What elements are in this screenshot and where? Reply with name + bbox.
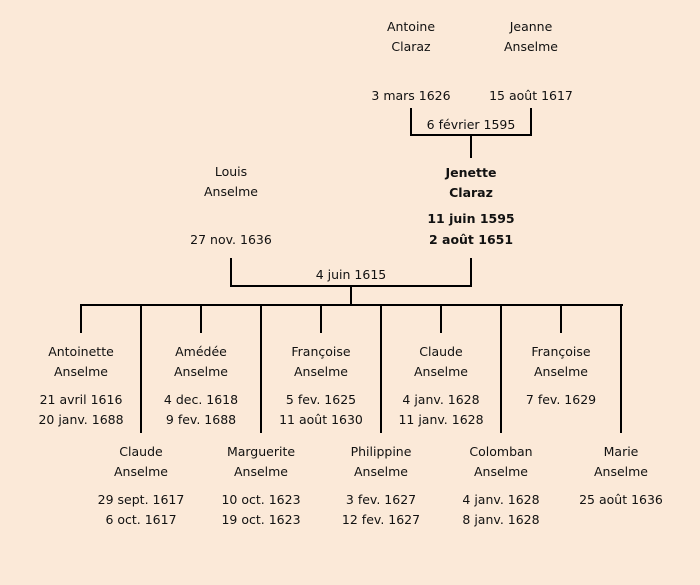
child-birth: 29 sept. 1617: [97, 492, 185, 507]
child-death: 19 oct. 1623: [221, 512, 301, 527]
child-first-name: Françoise: [291, 344, 351, 359]
child-line: [260, 304, 262, 433]
child-last-name: Anselme: [233, 464, 289, 479]
louis-last-name: Anselme: [203, 184, 259, 199]
child-birth: 4 dec. 1618: [163, 392, 239, 407]
child-death: 8 janv. 1628: [462, 512, 540, 527]
child-first-name: Philippine: [350, 444, 412, 459]
jenette-death: 2 août 1651: [428, 232, 514, 247]
child-last-name: Anselme: [113, 464, 169, 479]
child-line: [440, 304, 442, 333]
child-death: 12 fev. 1627: [341, 512, 421, 527]
child-last-name: Anselme: [593, 464, 649, 479]
child-last-name: Anselme: [353, 464, 409, 479]
child-birth: 3 fev. 1627: [345, 492, 417, 507]
child-line: [500, 304, 502, 433]
jeanne-last-name: Anselme: [503, 39, 559, 54]
descent-line: [350, 285, 352, 306]
jenette-first-name: Jenette: [445, 165, 497, 180]
child-death: 11 janv. 1628: [398, 412, 484, 427]
child-death: 6 oct. 1617: [105, 512, 177, 527]
child-line: [140, 304, 142, 433]
connector-line: [410, 108, 412, 136]
child-birth: 5 fev. 1625: [285, 392, 357, 407]
child-death: 11 août 1630: [279, 412, 363, 427]
child-line: [380, 304, 382, 433]
child-last-name: Anselme: [473, 464, 529, 479]
child-last-name: Anselme: [293, 364, 349, 379]
child-line: [200, 304, 202, 333]
child-first-name: Amédée: [175, 344, 227, 359]
child-birth: 4 janv. 1628: [462, 492, 540, 507]
child-birth: 10 oct. 1623: [221, 492, 301, 507]
couple-marriage-date: 4 juin 1615: [315, 267, 387, 282]
child-first-name: Marguerite: [226, 444, 296, 459]
child-first-name: Claude: [419, 344, 463, 359]
child-birth: 21 avril 1616: [39, 392, 123, 407]
child-last-name: Anselme: [533, 364, 589, 379]
connector-line: [470, 258, 472, 287]
louis-date: 27 nov. 1636: [190, 232, 272, 247]
child-birth: 25 août 1636: [579, 492, 663, 507]
child-first-name: Claude: [119, 444, 163, 459]
child-birth: 4 janv. 1628: [402, 392, 480, 407]
jeanne-date: 15 août 1617: [489, 88, 573, 103]
child-line: [320, 304, 322, 333]
child-last-name: Anselme: [413, 364, 469, 379]
jeanne-first-name: Jeanne: [509, 19, 553, 34]
child-line: [80, 304, 82, 333]
child-line: [620, 304, 622, 433]
antoine-first-name: Antoine: [386, 19, 436, 34]
connector-line: [530, 108, 532, 136]
antoine-last-name: Claraz: [391, 39, 431, 54]
child-last-name: Anselme: [173, 364, 229, 379]
child-death: 9 fev. 1688: [165, 412, 237, 427]
jenette-last-name: Claraz: [449, 185, 493, 200]
child-line: [560, 304, 562, 333]
child-last-name: Anselme: [53, 364, 109, 379]
siblings-line: [80, 304, 623, 306]
child-death: 20 janv. 1688: [38, 412, 124, 427]
louis-first-name: Louis: [214, 164, 248, 179]
connector-line: [230, 258, 232, 287]
jenette-birth: 11 juin 1595: [427, 211, 515, 226]
child-first-name: Colomban: [469, 444, 533, 459]
child-first-name: Antoinette: [48, 344, 114, 359]
child-first-name: Marie: [603, 444, 639, 459]
descent-line: [470, 134, 472, 158]
child-first-name: Françoise: [531, 344, 591, 359]
antoine-date: 3 mars 1626: [371, 88, 451, 103]
child-birth: 7 fev. 1629: [525, 392, 597, 407]
grandparents-marriage-date: 6 février 1595: [426, 117, 516, 132]
